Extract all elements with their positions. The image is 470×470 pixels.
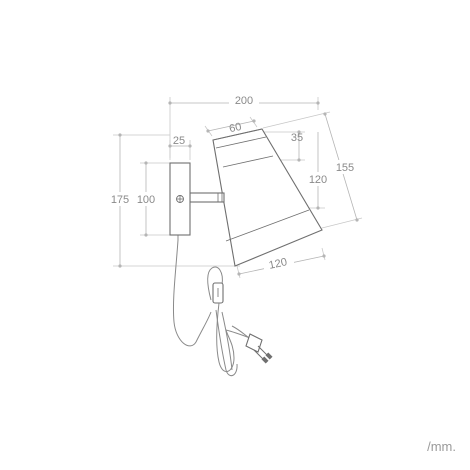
dim-shade-bottom: 120 bbox=[236, 247, 326, 279]
power-cord bbox=[172, 239, 273, 377]
dim-plate-depth: 25 bbox=[168, 135, 192, 160]
label-shade-offset: 35 bbox=[291, 132, 303, 144]
label-plate-depth: 25 bbox=[173, 135, 185, 147]
label-shade-height: 120 bbox=[309, 174, 327, 186]
dim-shade-top: 60 bbox=[204, 116, 258, 137]
lamp-shade bbox=[212, 128, 323, 267]
dim-shade-height: 120 bbox=[300, 132, 333, 210]
label-plate-height: 100 bbox=[137, 194, 155, 206]
dim-overall-width: 200 bbox=[168, 94, 320, 160]
lamp-arm bbox=[189, 192, 225, 203]
label-shade-top: 60 bbox=[228, 121, 242, 135]
label-overall-height: 175 bbox=[111, 194, 129, 206]
plug bbox=[245, 333, 263, 353]
wall-plate bbox=[169, 162, 191, 240]
unit-label: /mm. bbox=[427, 439, 456, 454]
label-shade-slant: 155 bbox=[336, 162, 354, 174]
label-overall-width: 200 bbox=[235, 95, 253, 107]
label-shade-bottom: 120 bbox=[268, 256, 288, 272]
dim-shade-slant: 155 bbox=[262, 111, 363, 229]
dim-plate-height: 100 bbox=[131, 161, 172, 237]
dim-overall-height: 175 bbox=[105, 133, 240, 268]
